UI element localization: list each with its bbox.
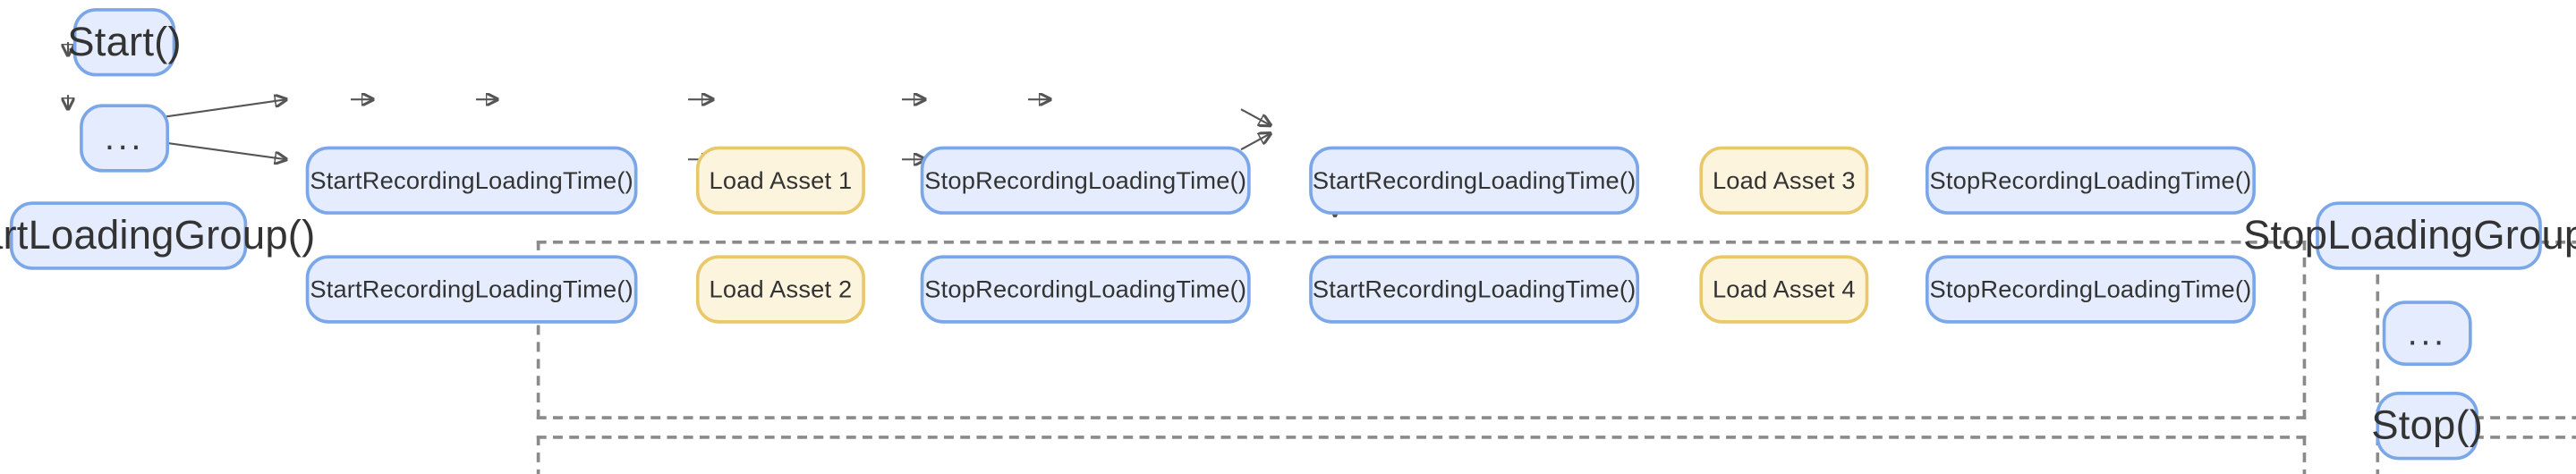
node-g1r2-load-asset[interactable]: Load Asset 2 [695,255,865,324]
node-g2r2-load-asset[interactable]: Load Asset 4 [1699,255,1869,324]
node-exit-ellipsis[interactable]: ... [2382,300,2472,366]
node-start[interactable]: Start() [67,8,182,77]
node-stop[interactable]: Stop() [2371,392,2483,461]
node-g1r1-start-recording[interactable]: StartRecordingLoadingTime() [305,146,638,215]
node-g1r2-stop-recording[interactable]: StopRecordingLoadingTime() [920,255,1251,324]
node-g1r1-load-asset[interactable]: Load Asset 1 [695,146,865,215]
node-g2r1-stop-recording[interactable]: StopRecordingLoadingTime() [1925,146,2256,215]
node-g2r1-start-recording[interactable]: StartRecordingLoadingTime() [1309,146,1640,215]
node-g2r2-stop-recording[interactable]: StopRecordingLoadingTime() [1925,255,2256,324]
node-g2r2-start-recording[interactable]: StartRecordingLoadingTime() [1309,255,1640,324]
node-g1r1-stop-recording[interactable]: StopRecordingLoadingTime() [920,146,1251,215]
node-g2r1-load-asset[interactable]: Load Asset 3 [1699,146,1869,215]
node-start-loading-group[interactable]: StartLoadingGroup() [0,201,315,270]
node-stop-loading-group[interactable]: StopLoadingGroup() [2243,201,2576,270]
node-g1r2-start-recording[interactable]: StartRecordingLoadingTime() [305,255,638,324]
node-entry-ellipsis[interactable]: ... [80,104,170,173]
group-1-row-1-frame [536,240,2307,419]
group-1-row-2-frame [536,436,2307,474]
